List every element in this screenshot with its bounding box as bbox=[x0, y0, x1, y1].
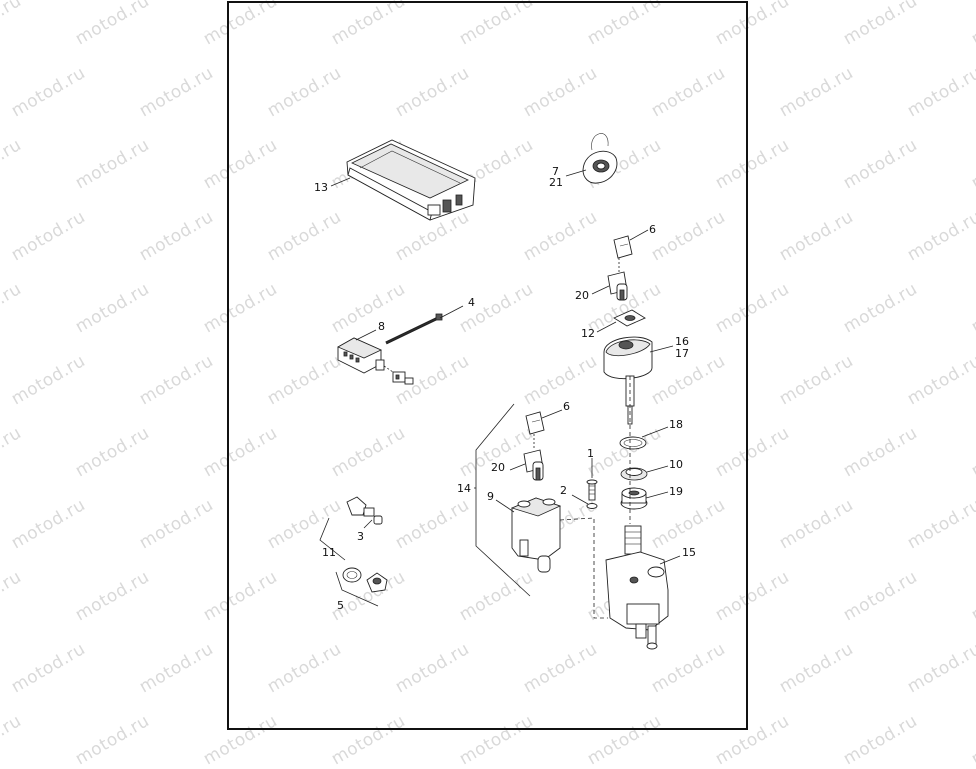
callout-16: 16 bbox=[675, 335, 689, 348]
leader-20-lower bbox=[509, 463, 526, 471]
callout-13: 13 bbox=[314, 181, 328, 194]
callout-10: 10 bbox=[669, 458, 683, 471]
callout-21: 21 bbox=[549, 176, 563, 189]
callout-9: 9 bbox=[487, 490, 494, 503]
leader-6-lower bbox=[541, 409, 563, 419]
callout-6-top: 6 bbox=[649, 223, 656, 236]
part-4-cable-tie bbox=[385, 313, 443, 345]
part-7-key-fob bbox=[582, 133, 618, 184]
leader-9 bbox=[495, 499, 515, 513]
part-15-switch-body bbox=[605, 525, 669, 650]
part-20-lock-cylinder bbox=[607, 271, 628, 301]
part-8-connector bbox=[337, 337, 385, 374]
leader-16-17 bbox=[649, 345, 674, 353]
callout-15: 15 bbox=[682, 546, 696, 559]
leader-4 bbox=[439, 305, 464, 319]
callout-11: 11 bbox=[322, 546, 336, 559]
leader-8 bbox=[355, 329, 377, 341]
bracket-14 bbox=[475, 403, 531, 597]
part-20-lock-cylinder-lower bbox=[523, 449, 544, 481]
leader-20-top bbox=[591, 285, 610, 295]
part-5-fitting bbox=[342, 567, 388, 593]
part-2-washer bbox=[586, 503, 598, 509]
callout-18: 18 bbox=[669, 418, 683, 431]
part-13-electronic-module bbox=[346, 139, 476, 221]
leader-15 bbox=[659, 555, 681, 565]
part-18-ring bbox=[619, 436, 647, 450]
callout-20-top: 20 bbox=[575, 289, 589, 302]
part-16-ignition-switch-head bbox=[603, 336, 653, 425]
part-6-cover-cap bbox=[613, 235, 633, 259]
leader-2 bbox=[571, 494, 589, 505]
callout-14: 14 bbox=[457, 482, 471, 495]
callout-5: 5 bbox=[337, 599, 344, 612]
leader-12 bbox=[596, 321, 617, 333]
part-12-lock-plate bbox=[613, 309, 646, 327]
part-19-bushing bbox=[620, 487, 648, 510]
leader-10 bbox=[646, 465, 669, 473]
callout-1: 1 bbox=[587, 447, 594, 460]
part-10-nut bbox=[620, 467, 648, 481]
callout-7: 7 bbox=[552, 165, 559, 178]
callout-12: 12 bbox=[581, 327, 595, 340]
leader-3 bbox=[363, 519, 373, 529]
callout-17: 17 bbox=[675, 347, 689, 360]
callout-4: 4 bbox=[468, 296, 475, 309]
part-1-screw bbox=[586, 479, 598, 501]
callout-20-lower: 20 bbox=[491, 461, 505, 474]
callout-3: 3 bbox=[357, 530, 364, 543]
bracket-11 bbox=[319, 517, 346, 561]
leader-7-21 bbox=[565, 169, 587, 177]
callout-8: 8 bbox=[378, 320, 385, 333]
leader-13 bbox=[330, 177, 351, 187]
callout-2: 2 bbox=[560, 484, 567, 497]
parts-diagram-frame bbox=[227, 1, 748, 730]
leader-18 bbox=[641, 426, 669, 438]
callout-19: 19 bbox=[669, 485, 683, 498]
part-3-sensor bbox=[346, 496, 383, 525]
part-terminal bbox=[392, 371, 414, 385]
part-9-lock-housing bbox=[510, 497, 562, 573]
callout-6-lower: 6 bbox=[563, 400, 570, 413]
exploded-parts-diagram: 1 2 3 4 5 6 6 7 8 9 10 11 12 13 14 15 16… bbox=[314, 133, 696, 650]
part-6-cover-cap-lower bbox=[525, 411, 545, 435]
leader-6-top bbox=[629, 229, 649, 241]
axis-lock-housing bbox=[559, 517, 608, 619]
leader-19 bbox=[645, 491, 669, 499]
bracket-5 bbox=[335, 571, 379, 607]
